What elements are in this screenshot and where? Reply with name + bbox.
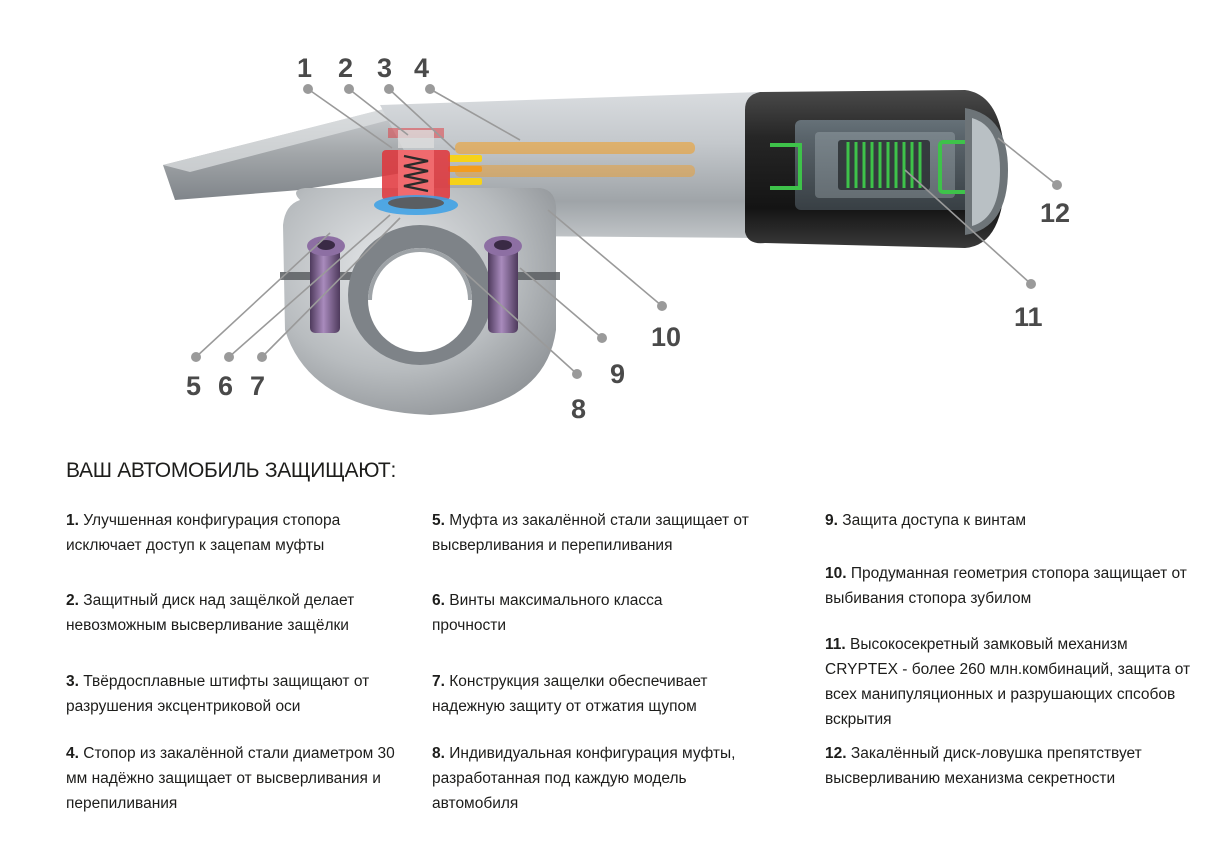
hardened-pin-yellow [448, 155, 482, 162]
callout-11: 11 [1014, 302, 1043, 332]
screw-left [310, 245, 340, 333]
feature-4: 4. Стопор из закалённой стали диаметром … [66, 745, 395, 812]
hardened-pin-orange [455, 142, 695, 154]
feature-8: 8. Индивидуальная конфигурация муфты, ра… [432, 745, 736, 812]
leader-dots [191, 84, 1062, 379]
callout-6: 6 [218, 371, 234, 401]
screw-right [488, 245, 518, 333]
feature-11: 11. Высокосекретный замковый механизм CR… [825, 636, 1191, 728]
page-heading: ВАШ АВТОМОБИЛЬ ЗАЩИЩАЮТ: [66, 459, 396, 482]
callout-3: 3 [377, 53, 393, 83]
callout-7: 7 [250, 371, 266, 401]
feature-6: 6. Винты максимального класса прочности [432, 592, 663, 634]
feature-9: 9. Защита доступа к винтам [825, 512, 1026, 529]
callout-5: 5 [186, 371, 202, 401]
callout-9: 9 [610, 359, 626, 389]
feature-5: 5. Муфта из закалённой стали защищает от… [432, 512, 749, 554]
callout-2: 2 [338, 53, 354, 83]
feature-3: 3. Твёрдосплавные штифты защищают от раз… [66, 673, 370, 715]
feature-1: 1. Улучшенная конфигурация стопора исклю… [66, 512, 341, 554]
callout-12: 12 [1040, 198, 1071, 228]
callout-10: 10 [651, 322, 682, 352]
feature-7: 7. Конструкция защелки обеспечивает наде… [432, 673, 708, 715]
lock-illustration [163, 84, 1062, 415]
feature-12: 12. Закалённый диск-ловушка препятствует… [825, 745, 1142, 787]
feature-2: 2. Защитный диск над защёлкой делает нев… [66, 592, 355, 634]
callout-8: 8 [571, 394, 587, 424]
callout-1: 1 [297, 53, 313, 83]
callout-4: 4 [414, 53, 430, 83]
leader-lines [195, 88, 1058, 375]
feature-10: 10. Продуманная геометрия стопора защища… [825, 565, 1187, 607]
latch-spring [403, 154, 429, 193]
cylinder-pins [846, 142, 922, 188]
